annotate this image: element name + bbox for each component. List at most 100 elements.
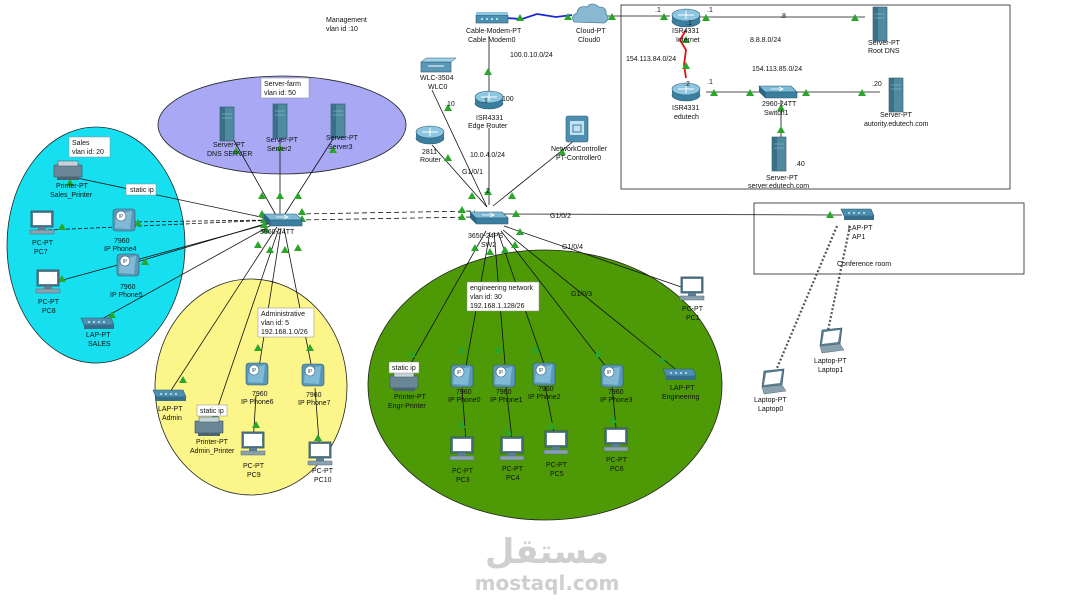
ip-dot20: .20	[872, 81, 882, 88]
laptop0-icon[interactable]	[761, 368, 787, 395]
ip-phone7-icon[interactable]	[301, 363, 325, 387]
engr-printer-icon[interactable]	[389, 371, 419, 392]
pc9-icon[interactable]	[240, 431, 266, 456]
pc8-label-2: PC8	[42, 308, 56, 315]
wlc-label-2: WLC0	[428, 84, 448, 91]
ip-phone2-label-2: IP Phone2	[528, 394, 561, 401]
static-ip-note-engr: static ip	[388, 361, 420, 374]
server3-label-2: Server3	[328, 144, 353, 151]
lap-engineering-label-1: LAP-PT	[670, 385, 695, 392]
ap1-label-1: LAP-PT	[848, 225, 873, 232]
lap-admin-icon[interactable]	[152, 389, 187, 402]
network-controller-icon[interactable]	[565, 115, 589, 143]
pc7-icon[interactable]	[29, 210, 55, 235]
server3-label-1: Server-PT	[326, 135, 359, 142]
ip-phone6-label-2: IP Phone6	[241, 399, 274, 406]
left-l3-switch-icon[interactable]	[263, 213, 303, 227]
net-154-85-label: 154.113.85.0/24	[752, 66, 802, 73]
lap-engineering-label-2: Engineering	[662, 394, 699, 401]
link-labels: 100.0.10.0/24 10.0.4.0/24 154.113.84.0/2…	[445, 7, 882, 298]
lap-sales-label-1: LAP-PT	[86, 332, 111, 339]
engineering-note-line3: 192.168.1.128/26	[470, 303, 525, 310]
edutech-router-label-1: ISR4331	[672, 105, 699, 112]
ip-dot1-inet-r: .1	[707, 7, 713, 14]
pc10-label-2: PC10	[314, 477, 332, 484]
ip-phone2-icon[interactable]	[532, 362, 556, 386]
wlc-icon[interactable]	[420, 57, 457, 73]
edge-router-label-1: ISR4331	[476, 115, 503, 122]
pc8-icon[interactable]	[35, 269, 61, 294]
pc6-icon[interactable]	[603, 427, 629, 452]
management-note-line1: Management	[326, 17, 367, 24]
cable-modem-label-2: Cable Modem0	[468, 37, 516, 44]
edutech-server-label-2: server.edutech.com	[748, 183, 809, 190]
ip-phone2-label-1: 7960	[538, 386, 554, 393]
dns-server-label-2: DNS SERVER	[207, 151, 252, 158]
pc10-icon[interactable]	[307, 441, 333, 466]
engr-printer-label-2: Engr-Printer	[388, 403, 426, 410]
pc6-label-1: PC-PT	[606, 457, 628, 464]
switch1-icon[interactable]	[758, 85, 798, 99]
sales-printer-icon[interactable]	[53, 160, 83, 181]
pc3-label-1: PC-PT	[452, 468, 474, 475]
server3-icon[interactable]	[330, 103, 346, 139]
router2811-icon[interactable]	[415, 125, 445, 145]
pc4-icon[interactable]	[499, 436, 525, 461]
authority-server-icon[interactable]	[888, 77, 904, 113]
g103-label: G1/0/3	[571, 291, 592, 298]
edutech-server-icon[interactable]	[771, 136, 787, 172]
management-note: Management vlan id :10	[326, 17, 367, 33]
ip-phone4-icon[interactable]	[112, 208, 136, 232]
ip-phone1-icon[interactable]	[492, 364, 516, 388]
wlc-label-1: WLC-3504	[420, 75, 454, 82]
root-dns-server-icon[interactable]	[872, 6, 888, 42]
cloud-icon[interactable]	[572, 3, 609, 24]
ip-dot1-edu: .1	[707, 79, 713, 86]
sales-printer-label-1: Printer-PT	[56, 183, 89, 190]
router2811-label-1: 2811	[422, 149, 437, 156]
laptop0-label-1: Laptop-PT	[754, 397, 787, 404]
ip-phone1-label-1: 7960	[496, 389, 512, 396]
authority-label-1: Server-PT	[880, 112, 913, 119]
g104-label: G1/0/4	[562, 244, 583, 251]
pc5-label-2: PC5	[550, 471, 564, 478]
lap-sales-icon[interactable]	[80, 317, 115, 330]
svg-text:static ip: static ip	[130, 187, 154, 194]
internet-edutech-link	[678, 29, 687, 79]
pc8-label-1: PC-PT	[38, 299, 60, 306]
server2-label-2: Server2	[267, 146, 292, 153]
ip-phone0-icon[interactable]	[450, 364, 474, 388]
isp-box	[620, 4, 1011, 190]
lap-sales-label-2: SALES	[88, 341, 111, 348]
dns-server-label-1: Server-PT	[213, 142, 246, 149]
pc6-label-2: PC6	[610, 466, 624, 473]
pc3-icon[interactable]	[449, 436, 475, 461]
ip-phone3-icon[interactable]	[600, 364, 624, 388]
edge-router-label-2: Edge Router	[468, 123, 508, 130]
center-l3-switch-icon[interactable]	[469, 211, 509, 225]
pc4-label-2: PC4	[506, 475, 520, 482]
net-10-0-4-label: 10.0.4.0/24	[470, 152, 505, 159]
watermark-arabic: مستقل	[485, 532, 609, 572]
ip-phone6-icon[interactable]	[245, 362, 269, 386]
edge-router-icon[interactable]	[474, 90, 504, 110]
svg-text:static ip: static ip	[200, 408, 224, 415]
pc4-label-1: PC-PT	[502, 466, 524, 473]
cloud-label-1: Cloud-PT	[576, 28, 606, 35]
dns-server-icon[interactable]	[219, 106, 235, 142]
admin-printer-icon[interactable]	[194, 416, 224, 437]
edutech-router-label-2: edutech	[674, 114, 699, 121]
engr-printer-label-1: Printer-PT	[394, 394, 427, 401]
lap-engineering-icon[interactable]	[662, 368, 697, 381]
conference-room-label: Conference room	[837, 261, 891, 268]
ap1-icon[interactable]	[840, 208, 875, 221]
server-farm-note-line1: Server-farm	[264, 81, 301, 88]
conference-room-box	[753, 202, 1025, 275]
laptop1-icon[interactable]	[819, 327, 845, 354]
watermark-latin: mostaql.com	[475, 571, 620, 595]
cable-modem-icon[interactable]	[475, 11, 509, 24]
ip-phone5-icon[interactable]	[116, 253, 140, 277]
pc5-icon[interactable]	[543, 430, 569, 455]
pc1-icon[interactable]	[679, 276, 705, 301]
server2-icon[interactable]	[272, 103, 288, 139]
